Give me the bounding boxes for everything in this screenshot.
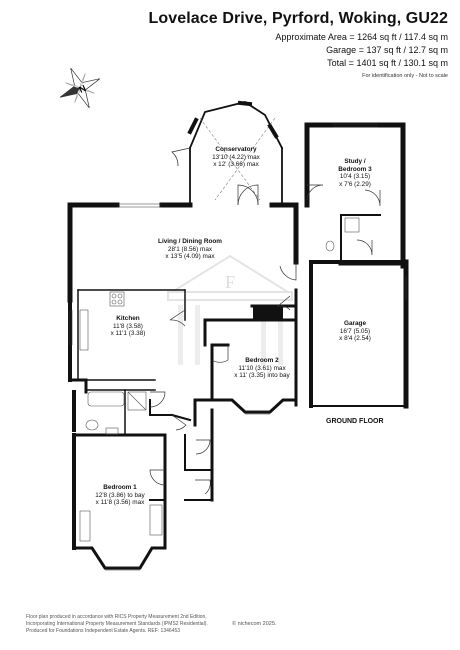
windows xyxy=(68,123,407,571)
footer-line-2: Incorporating International Property Mea… xyxy=(26,621,208,627)
footer-line-3: Produced for Foundations Independent Est… xyxy=(26,628,180,634)
property-title: Lovelace Drive, Pyrford, Woking, GU22 xyxy=(148,10,448,27)
watermark-logo: F xyxy=(167,254,293,365)
garage-area: Garage = 137 sq ft / 12.7 sq m xyxy=(326,45,448,55)
room-label-bedroom-2: Bedroom 2 11'10 (3.61) max x 11' (3.35) … xyxy=(234,357,290,380)
annotation-dashes xyxy=(199,117,276,201)
compass-icon xyxy=(59,67,101,109)
room-label-kitchen: Kitchen 11'8 (3.58) x 11'1 (3.38) xyxy=(110,315,146,338)
room-label-conservatory: Conservatory 13'10 (4.22) max x 12' (3.6… xyxy=(212,146,260,169)
compass-north-label: N xyxy=(77,83,87,95)
room-label-garage: Garage 16'7 (5.05) x 8'4 (2.54) xyxy=(339,320,371,343)
floor-label: GROUND FLOOR xyxy=(326,418,384,425)
footer-ref: REF: 1346453 xyxy=(147,628,181,634)
footer-agent: Produced for Foundations Independent Est… xyxy=(26,628,147,634)
svg-text:F: F xyxy=(225,272,235,292)
fixtures xyxy=(79,217,360,542)
room-label-study: Study / Bedroom 3 10'4 (3.15) x 7'6 (2.2… xyxy=(338,158,372,188)
identification-note: For identification only - Not to scale xyxy=(362,73,448,79)
footer-line-1: Floor plan produced in accordance with R… xyxy=(26,614,207,620)
room-label-living: Living / Dining Room 28'1 (8.56) max x 1… xyxy=(158,238,222,261)
copyright: © nichecom 2025. xyxy=(232,621,277,627)
total-area: Total = 1401 sq ft / 130.1 sq m xyxy=(327,58,448,68)
doors xyxy=(149,147,381,495)
walls xyxy=(67,100,409,570)
room-label-bedroom-1: Bedroom 1 12'8 (3.86) to bay x 11'8 (3.5… xyxy=(95,484,145,507)
approx-area: Approximate Area = 1264 sq ft / 117.4 sq… xyxy=(275,32,448,42)
